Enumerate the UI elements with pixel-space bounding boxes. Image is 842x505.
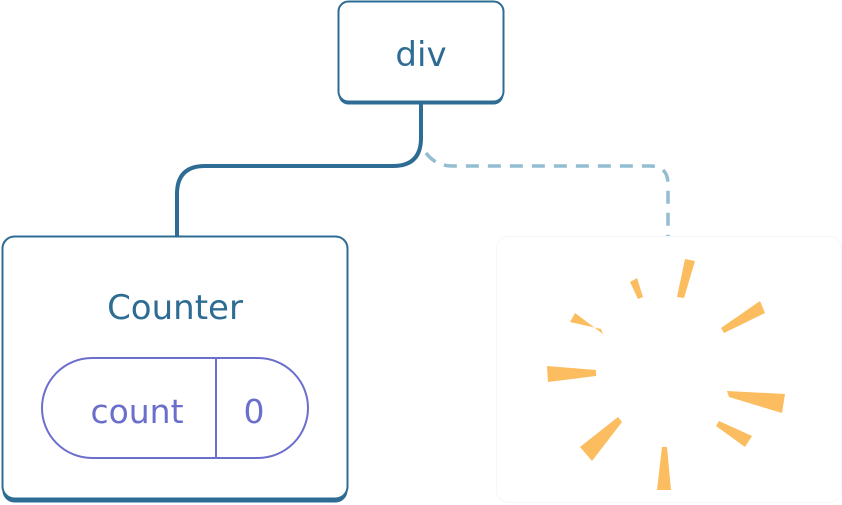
state-name: count — [90, 392, 183, 431]
node-removed — [496, 236, 842, 503]
node-div-label: div — [395, 35, 446, 75]
burst-ray — [727, 391, 785, 413]
burst-ray — [677, 259, 695, 298]
node-div: div — [337, 0, 505, 105]
node-div-box — [337, 0, 505, 103]
tree-link-div-removed — [424, 151, 670, 237]
node-counter-label: Counter — [107, 288, 243, 328]
burst-ray — [657, 447, 671, 490]
burst-ray — [721, 301, 765, 333]
burst-ray — [547, 366, 596, 382]
burst-ray — [580, 417, 622, 461]
node-counter: Counter count 0 — [1, 235, 349, 503]
removal-burst — [547, 259, 785, 490]
burst-ray — [630, 278, 643, 299]
tree-link-div-counter — [175, 104, 423, 237]
state-pill-outline — [41, 357, 309, 459]
burst-ray — [716, 421, 752, 447]
state-count-pill: count 0 — [41, 357, 309, 459]
burst-ray — [570, 313, 603, 334]
state-value: 0 — [244, 392, 265, 431]
